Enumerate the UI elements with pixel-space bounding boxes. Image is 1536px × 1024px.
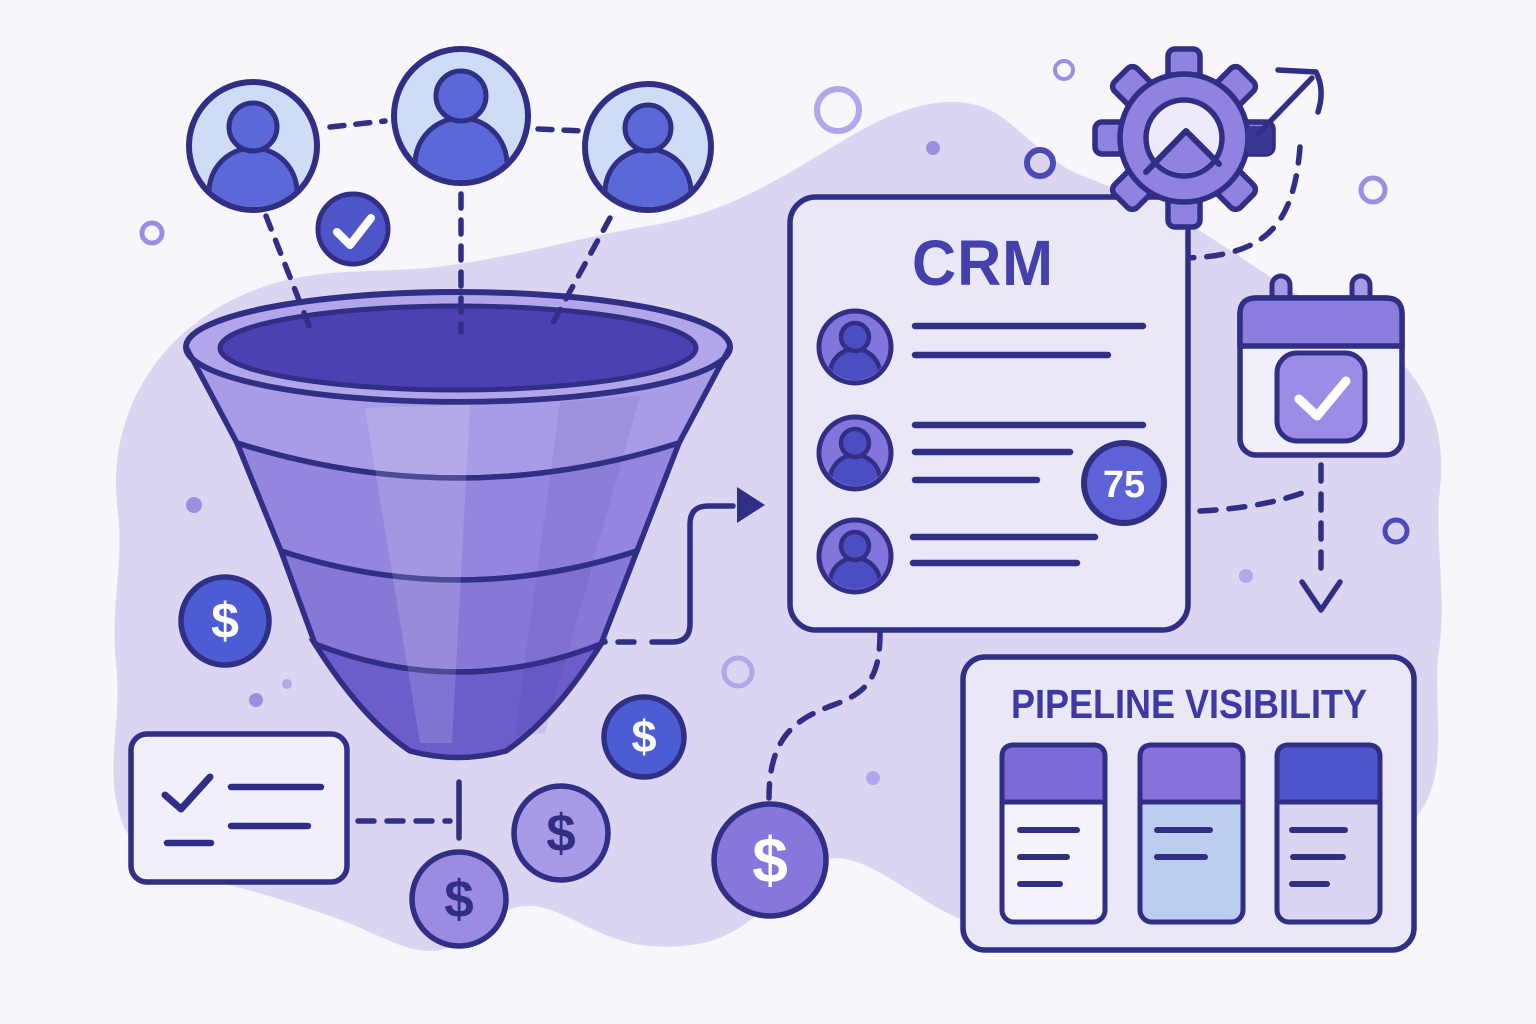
contact-avatar-head (838, 426, 872, 460)
pipeline-column-3 (1274, 742, 1383, 925)
crm-card: CRM 75 (787, 194, 1191, 633)
column-header (999, 742, 1108, 805)
contact-avatar-head (838, 529, 872, 563)
funnel-highlight (365, 405, 470, 743)
dollar-coin-1: $ (178, 574, 272, 668)
checklist-card (128, 731, 350, 885)
crm-to-coin-connector (766, 630, 883, 801)
lead-line-1 (263, 213, 313, 331)
funnel-mouth (217, 303, 699, 393)
dollar-coin-2: $ (601, 694, 687, 780)
dollar-coin-4: $ (409, 849, 509, 949)
dollar-sign: $ (752, 824, 788, 896)
decor-ring (1053, 59, 1075, 81)
lead-link-1-2 (327, 118, 388, 130)
pipeline-column-2 (1137, 742, 1246, 925)
contact-row (816, 308, 1147, 386)
lead-flow-lines (263, 118, 613, 335)
lead-avatar-2 (391, 46, 531, 186)
coin-circle (409, 849, 509, 949)
badge-circle (315, 191, 391, 267)
crm-card-bg (787, 194, 1191, 633)
coin-circle (601, 694, 687, 780)
decor-dot (282, 679, 292, 689)
pipeline-column-1 (999, 742, 1108, 925)
gear-icon (1092, 46, 1324, 230)
pipeline-card: PIPELINE VISIBILITY (960, 654, 1417, 953)
chart-mountain-icon (1143, 128, 1222, 175)
dollar-sign: $ (211, 593, 239, 649)
decor-shapes (139, 59, 1410, 785)
decor-dot (926, 141, 940, 155)
dollar-sign: $ (546, 804, 575, 863)
contact-avatar-head (838, 320, 872, 354)
decor-dot (249, 693, 263, 707)
decor-dot (186, 497, 202, 513)
checkmark-icon (333, 214, 375, 249)
funnel-shade (515, 396, 640, 736)
growth-arrow-icon (1255, 67, 1324, 137)
funnel-to-crm-arrow (649, 503, 736, 645)
calendar-header (1237, 295, 1405, 349)
calendar-check-icon (1237, 273, 1405, 458)
checkmark-icon (1294, 376, 1351, 421)
lead-line-3 (546, 215, 613, 333)
arrow-head-leg (1275, 67, 1319, 75)
arrow-right-head-icon (737, 487, 765, 523)
arrow-down-head-icon (1299, 579, 1343, 613)
crm-card-title: CRM (912, 227, 1054, 299)
column-header (1137, 742, 1246, 805)
avatar-head (622, 102, 674, 154)
decor-dot (1239, 569, 1253, 583)
dollar-coin-5: $ (711, 801, 829, 919)
gear-to-crm-connector (1131, 144, 1303, 261)
checkmark-icon (161, 773, 214, 813)
lead-link-2-3 (535, 126, 588, 134)
checklist-card-bg (128, 731, 350, 885)
dollar-coin-3: $ (511, 783, 611, 883)
arrow-head-leg (1313, 69, 1324, 115)
score-badge: 75 (1081, 440, 1167, 526)
avatar-head (226, 100, 280, 154)
coin-circle (711, 801, 829, 919)
score-badge-value: 75 (1103, 464, 1145, 506)
contact-row (816, 414, 1147, 492)
crm-to-calendar-connector (1197, 489, 1308, 514)
decor-ring (1382, 517, 1410, 545)
dollar-sign: $ (444, 870, 473, 929)
check-badge-icon (315, 191, 391, 267)
gear-knob (1246, 126, 1272, 154)
contact-row (816, 517, 1099, 595)
score-badge-circle (1081, 440, 1167, 526)
decor-dot (866, 771, 880, 785)
connectors (355, 144, 1343, 824)
column-header (1274, 742, 1383, 805)
funnel-icon (183, 289, 733, 841)
pipeline-card-title: PIPELINE VISIBILITY (1011, 681, 1367, 727)
funnel-stage-4 (308, 638, 608, 761)
decor-ring (814, 86, 862, 134)
coin-circle (511, 783, 611, 883)
avatar-body (206, 145, 300, 207)
calendar-check-square (1274, 350, 1368, 444)
decor-ring (139, 220, 165, 246)
decor-ring (1024, 147, 1056, 179)
arrow-shaft (1255, 75, 1315, 137)
lead-avatar-3 (582, 81, 714, 213)
decor-ring (1358, 175, 1388, 205)
dollar-sign: $ (631, 711, 656, 762)
avatar-head (433, 68, 489, 124)
coin-circle (178, 574, 272, 668)
lead-avatar-1 (186, 79, 320, 213)
decor-ring (721, 655, 755, 689)
